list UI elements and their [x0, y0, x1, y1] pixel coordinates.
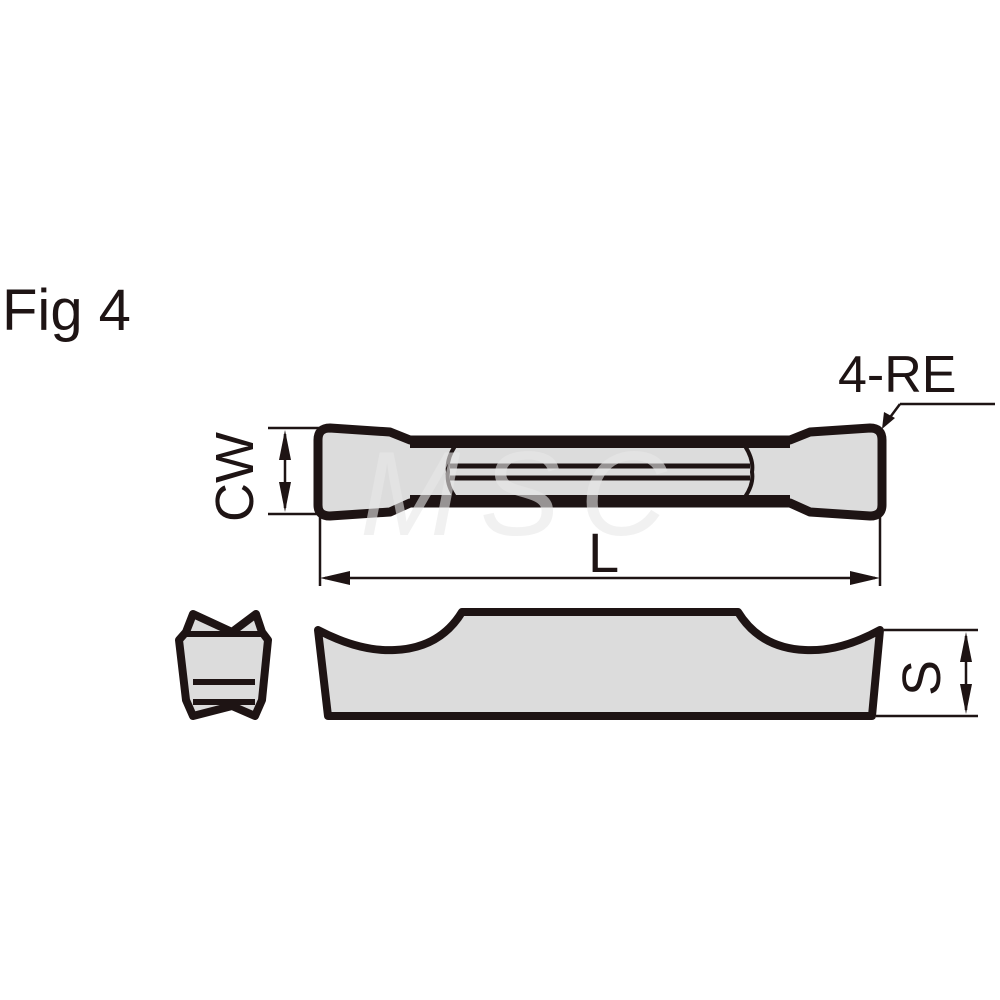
- arrow-up-icon: [960, 632, 972, 662]
- arrow-right-icon: [850, 571, 880, 585]
- arrow-up-icon: [279, 430, 291, 460]
- watermark: MSC: [360, 427, 687, 561]
- top-view: MSC: [313, 423, 887, 561]
- corner-radius-label: 4-RE: [838, 346, 956, 404]
- s-label: S: [892, 660, 952, 696]
- cw-dimension: CW: [205, 426, 322, 522]
- end-view: [175, 610, 272, 720]
- side-view: [314, 608, 884, 720]
- length-label: L: [588, 521, 619, 584]
- arrow-left-icon: [320, 571, 350, 585]
- arrow-down-icon: [960, 684, 972, 714]
- arrow-down-icon: [279, 482, 291, 512]
- thickness-dimension: S: [876, 628, 978, 718]
- corner-radius-callout: 4-RE: [838, 346, 995, 429]
- arrowhead-icon: [882, 412, 895, 429]
- figure-title: Fig 4: [2, 278, 131, 343]
- length-dimension: L: [318, 516, 882, 586]
- cw-label: CW: [205, 432, 265, 522]
